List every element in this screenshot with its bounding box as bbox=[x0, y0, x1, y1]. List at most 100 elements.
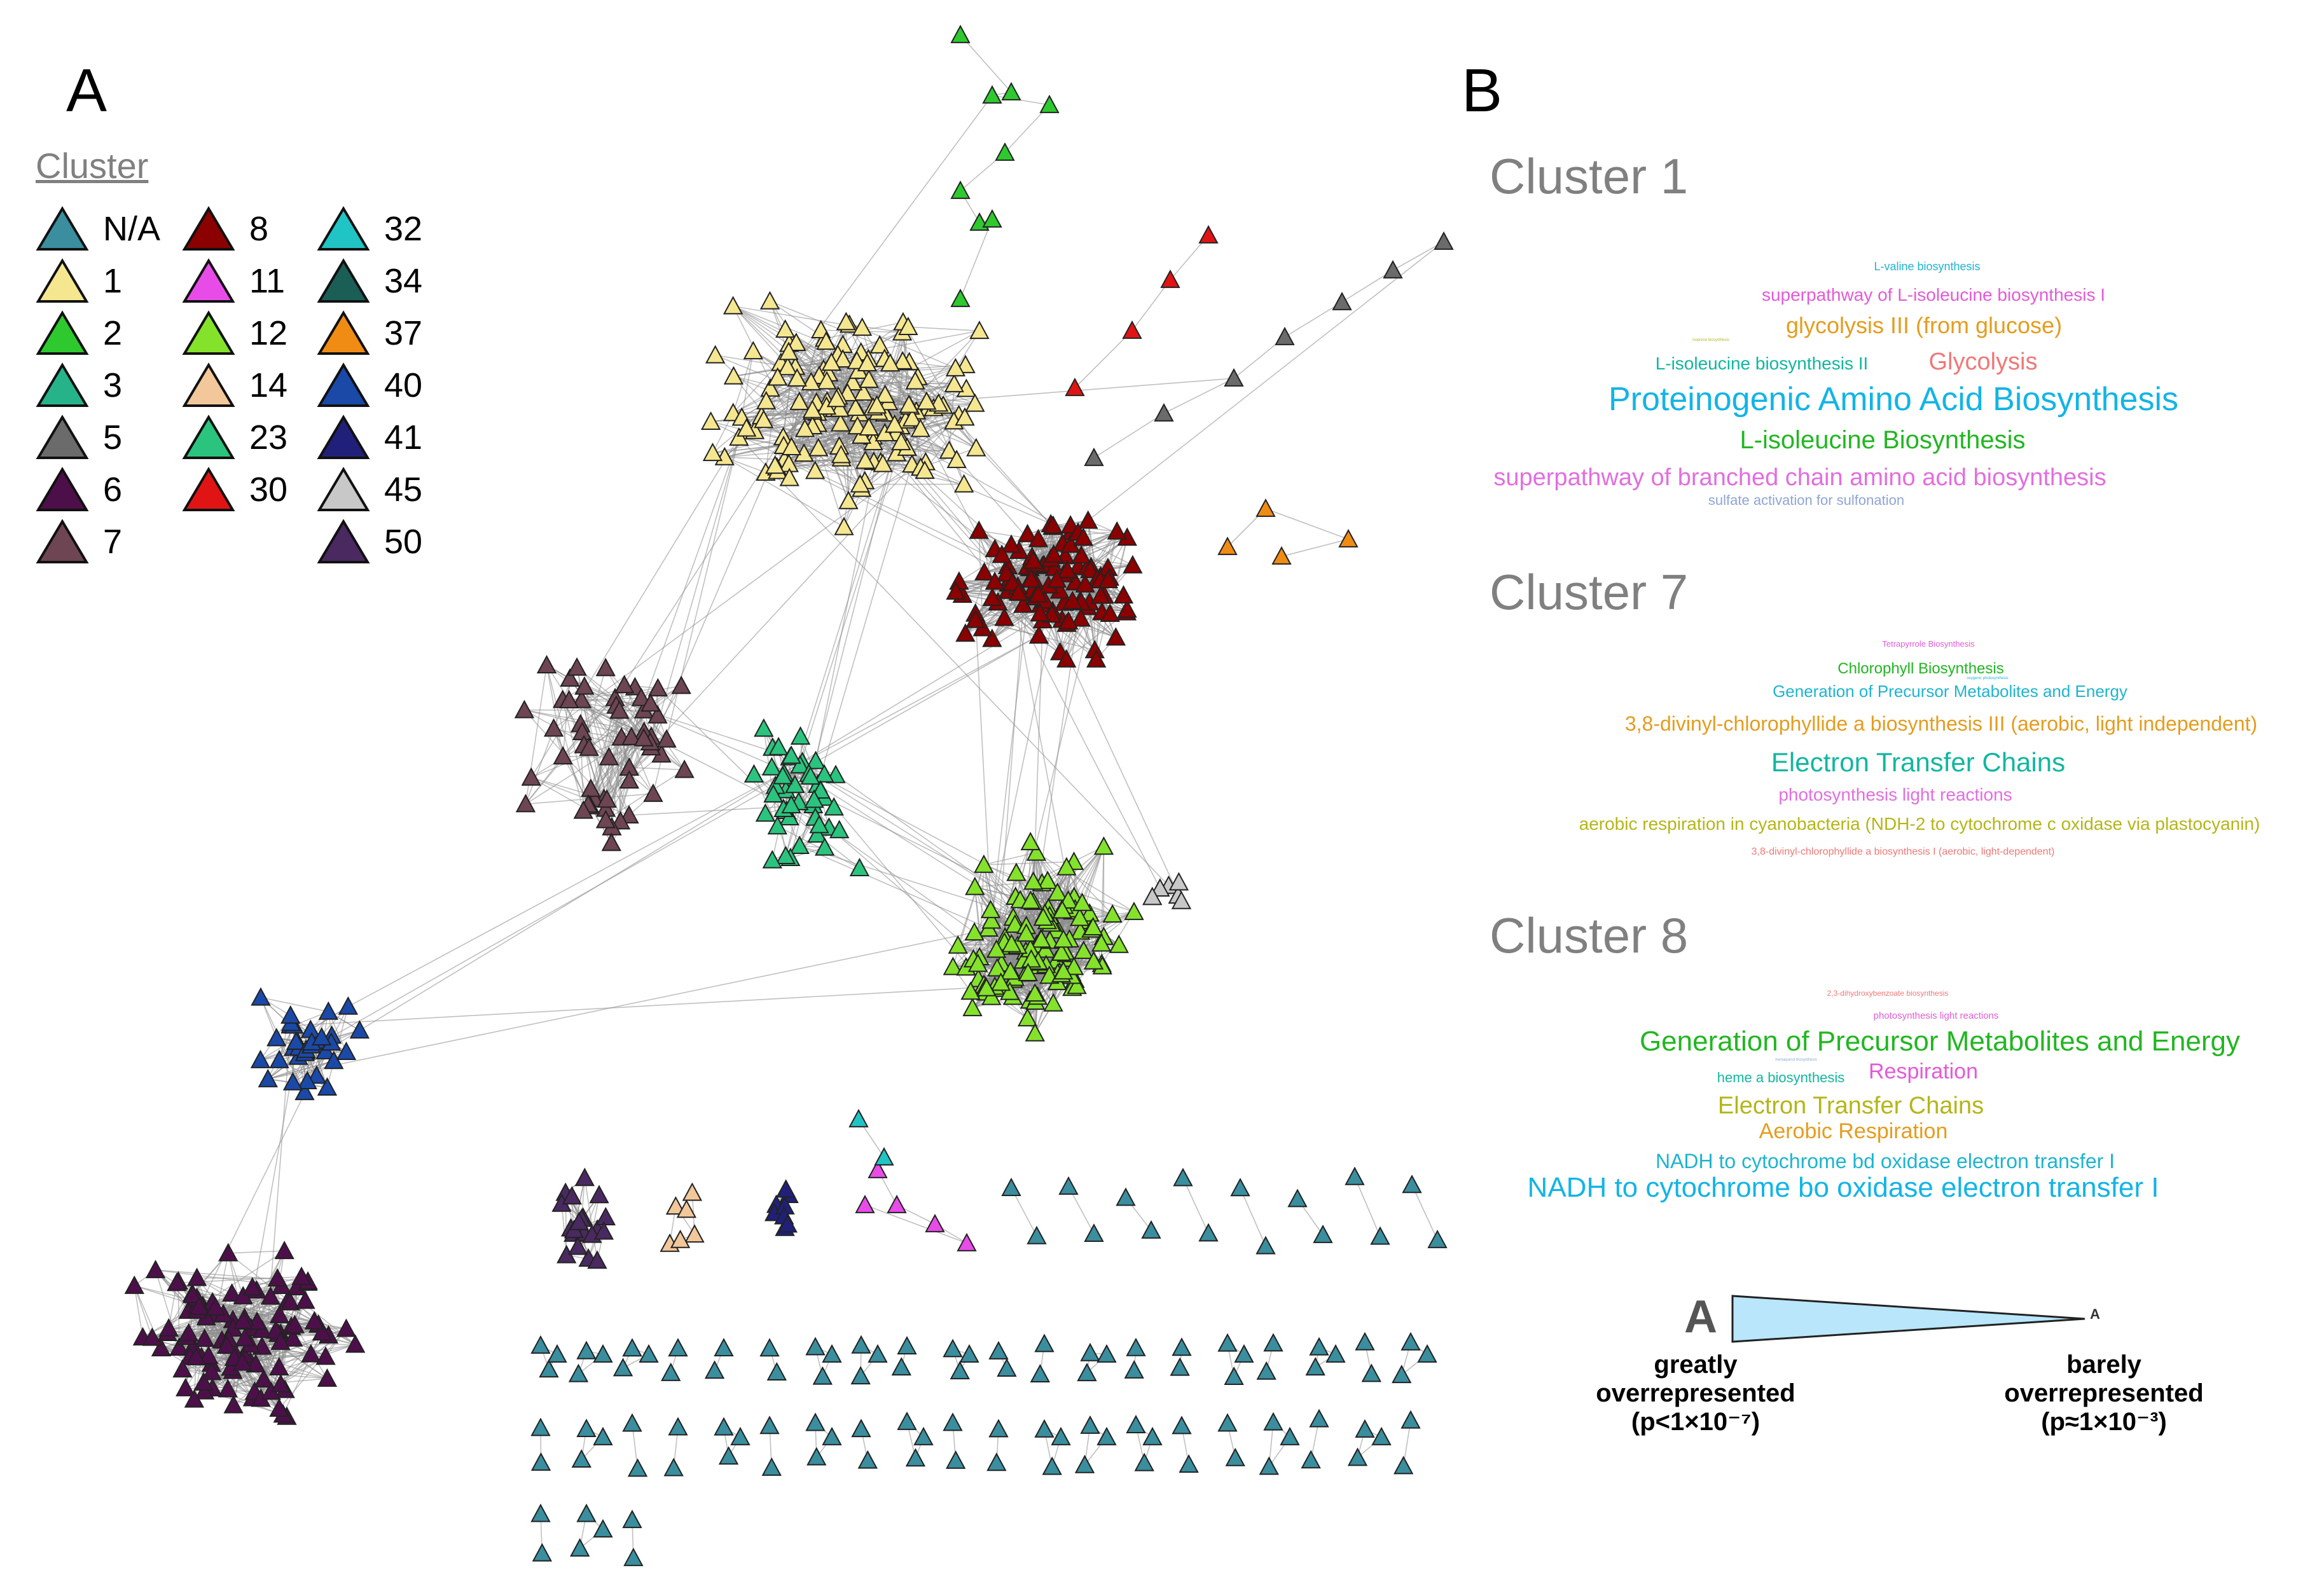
network-edge bbox=[733, 305, 976, 404]
network-node-cluster-1 bbox=[754, 410, 774, 429]
network-edge bbox=[644, 710, 791, 758]
network-node-cluster-2 bbox=[1039, 94, 1060, 113]
network-node-cluster-12 bbox=[987, 958, 1007, 977]
cluster-1-heading: Cluster 1 bbox=[1490, 148, 1689, 204]
network-node-cluster-23 bbox=[754, 718, 774, 737]
network-node-cluster-1 bbox=[880, 353, 901, 372]
term-cluster7-precursor: Generation of Precursor Metabolites and … bbox=[1773, 682, 2127, 701]
network-node-cluster-1 bbox=[789, 391, 810, 410]
network-edge bbox=[134, 1285, 144, 1338]
network-node-cluster-23 bbox=[775, 846, 796, 865]
network-node-cluster-7 bbox=[515, 794, 536, 813]
legend-item-label: 41 bbox=[384, 418, 423, 457]
network-node-cluster-7 bbox=[567, 657, 587, 676]
network-node-cluster-6 bbox=[269, 1304, 290, 1323]
term-cluster8-heme-a: heme a biosynthesis bbox=[1717, 1070, 1845, 1085]
network-node-cluster-12 bbox=[1025, 983, 1045, 1002]
network-edge bbox=[1007, 565, 1074, 912]
network-node-cluster-23 bbox=[829, 820, 850, 839]
network-node-cluster-40 bbox=[318, 1001, 338, 1020]
legend-item-14: 14 bbox=[182, 362, 287, 408]
legend-item-5: 5 bbox=[36, 415, 122, 460]
network-edge bbox=[864, 1204, 967, 1244]
network-edge bbox=[738, 437, 1169, 886]
legend-item-40: 40 bbox=[317, 362, 422, 408]
network-node-cluster-6 bbox=[267, 1268, 287, 1287]
legend-item-label: 23 bbox=[249, 418, 288, 457]
network-node-cluster-12 bbox=[1102, 904, 1123, 923]
network-node-cluster-12 bbox=[1047, 882, 1068, 901]
network-node-cluster-na bbox=[1058, 1176, 1079, 1195]
network-node-cluster-na bbox=[1042, 1456, 1062, 1475]
network-edge bbox=[1088, 241, 1444, 521]
legend-item-label: 12 bbox=[249, 314, 288, 352]
network-node-cluster-7 bbox=[614, 675, 635, 694]
term-cluster8-bo-oxidase: NADH to cytochrome bo oxidase electron t… bbox=[1527, 1172, 2159, 1203]
legend-triangle-icon bbox=[182, 258, 235, 303]
network-edge bbox=[134, 1285, 153, 1338]
network-node-cluster-na bbox=[1030, 1363, 1051, 1382]
network-node-cluster-8 bbox=[1056, 649, 1077, 668]
network-edge bbox=[903, 322, 977, 449]
network-node-cluster-12 bbox=[981, 910, 1002, 929]
network-node-cluster-8 bbox=[1078, 510, 1098, 529]
network-node-cluster-6 bbox=[312, 1322, 333, 1341]
scale-small-glyph: A bbox=[2090, 1306, 2100, 1322]
network-node-cluster-na bbox=[623, 1547, 644, 1566]
network-node-cluster-32 bbox=[874, 1147, 894, 1166]
network-node-cluster-8 bbox=[1028, 625, 1049, 644]
network-node-cluster-na bbox=[530, 1417, 551, 1436]
legend-triangle-icon bbox=[182, 362, 235, 407]
term-cluster8-bd-oxidase: NADH to cytochrome bd oxidase electron t… bbox=[1655, 1150, 2115, 1173]
network-node-cluster-6 bbox=[274, 1241, 294, 1260]
network-node-cluster-1 bbox=[702, 443, 723, 462]
legend-triangle-icon bbox=[317, 467, 370, 511]
network-edge bbox=[763, 728, 778, 827]
network-node-cluster-na bbox=[1234, 1344, 1254, 1363]
network-edge bbox=[824, 797, 1034, 902]
network-edge bbox=[1035, 852, 1135, 912]
network-node-cluster-1 bbox=[855, 450, 876, 469]
network-node-cluster-1 bbox=[955, 407, 975, 426]
network-edge bbox=[650, 437, 784, 748]
network-node-cluster-1 bbox=[831, 444, 852, 464]
network-node-cluster-1 bbox=[705, 345, 726, 364]
network-node-cluster-6 bbox=[193, 1372, 214, 1391]
network-node-cluster-1 bbox=[845, 397, 866, 417]
network-node-cluster-na bbox=[568, 1363, 589, 1382]
network-node-cluster-1 bbox=[852, 317, 873, 336]
network-node-cluster-23 bbox=[789, 836, 810, 855]
network-node-cluster-6 bbox=[291, 1266, 312, 1285]
network-edge bbox=[228, 1250, 285, 1254]
network-edge bbox=[799, 440, 903, 766]
network-node-cluster-5 bbox=[1275, 326, 1295, 345]
network-node-cluster-1 bbox=[965, 393, 985, 412]
network-node-cluster-6 bbox=[142, 1327, 162, 1346]
cluster-7-heading: Cluster 7 bbox=[1490, 564, 1689, 620]
network-node-cluster-6 bbox=[186, 1347, 207, 1366]
network-node-cluster-40 bbox=[294, 1082, 315, 1101]
network-edge bbox=[603, 415, 960, 799]
network-node-cluster-14 bbox=[684, 1224, 705, 1243]
network-node-cluster-12 bbox=[1020, 832, 1041, 851]
network-node-cluster-na bbox=[1198, 1223, 1219, 1242]
network-node-cluster-6 bbox=[269, 1398, 289, 1417]
network-node-cluster-45 bbox=[1168, 872, 1189, 891]
network-node-cluster-8 bbox=[1046, 569, 1067, 588]
network-node-cluster-6 bbox=[151, 1337, 172, 1356]
network-edge bbox=[908, 326, 979, 332]
network-node-cluster-1 bbox=[899, 394, 919, 413]
legend-item-label: N/A bbox=[103, 210, 161, 248]
network-node-cluster-23 bbox=[790, 755, 810, 774]
term-cluster8-photosynthesis: photosynthesis light reactions bbox=[1873, 1010, 1999, 1021]
network-node-cluster-na bbox=[1217, 1413, 1238, 1432]
network-node-cluster-na bbox=[1255, 1236, 1276, 1255]
term-cluster1-glycolysis-iii: glycolysis III (from glucose) bbox=[1785, 312, 2063, 338]
network-node-cluster-8 bbox=[1001, 534, 1021, 553]
network-node-cluster-na bbox=[1230, 1178, 1250, 1197]
network-node-cluster-12 bbox=[962, 998, 983, 1017]
network-edge bbox=[268, 932, 975, 1080]
network-node-cluster-12 bbox=[1000, 961, 1021, 980]
network-edge bbox=[588, 697, 642, 748]
network-edge bbox=[197, 1277, 278, 1279]
